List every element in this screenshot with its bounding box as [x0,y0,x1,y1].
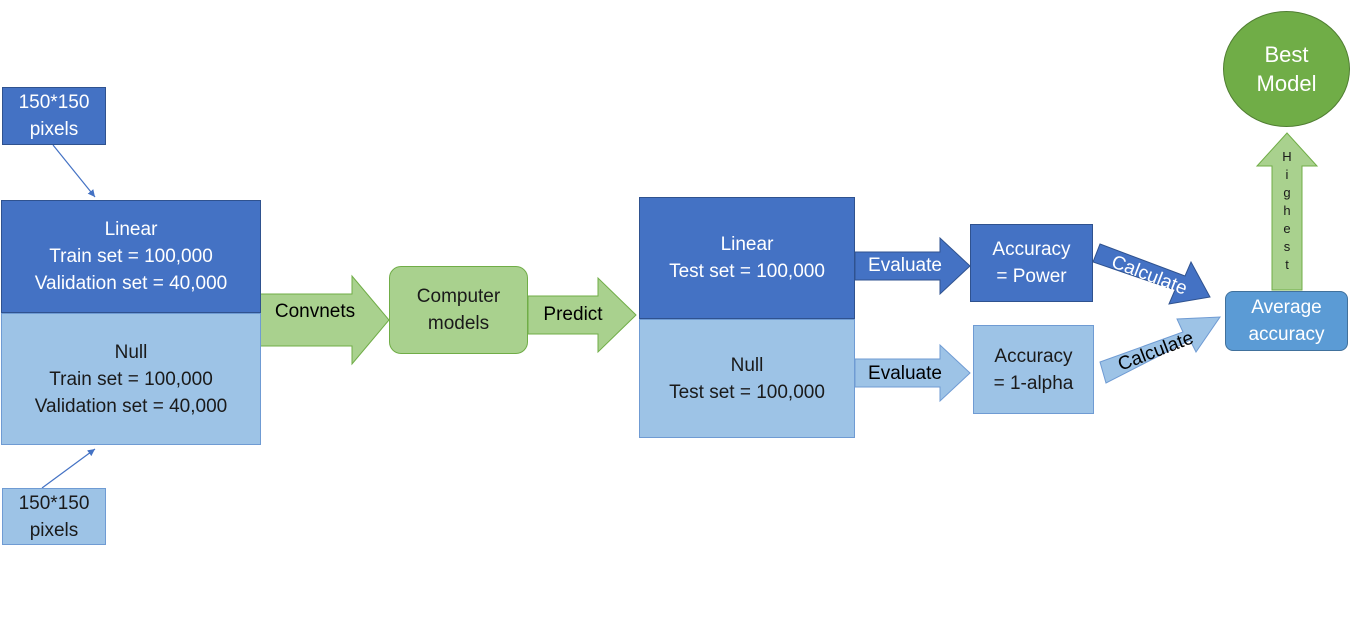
accuracy-alpha-line1: Accuracy [994,345,1073,367]
pixels-top-line2: pixels [29,119,79,140]
computer-models-line2: models [427,313,490,334]
highest-letter: h [1283,203,1291,218]
test-null-line1: Test set = 100,000 [669,381,825,403]
evaluate-top-label: Evaluate [868,255,942,276]
best-model-circle: Best Model [1223,11,1350,127]
pixels-box-top: 150*150 pixels [2,87,106,145]
highest-letter: H [1282,149,1292,164]
train-linear-box: Linear Train set = 100,000 Validation se… [1,200,261,313]
train-linear-line1: Train set = 100,000 [49,246,213,267]
average-line2: accuracy [1248,324,1325,345]
train-linear-title: Linear [104,219,158,240]
train-null-line2: Validation set = 40,000 [34,395,228,417]
test-null-title: Null [730,354,764,376]
evaluate-bottom-arrow [854,343,971,403]
highest-arrow [1255,132,1319,291]
accuracy-alpha-box: Accuracy = 1-alpha [973,325,1094,414]
highest-letter: i [1285,167,1289,182]
test-linear-line1: Test set = 100,000 [669,261,825,282]
convnets-label: Convnets [274,301,356,322]
connector-pixels-bottom [41,448,96,489]
evaluate-top-arrow [854,236,971,296]
best-model-line1: Best [1264,42,1309,67]
average-accuracy-box: Average accuracy [1225,291,1348,351]
accuracy-power-box: Accuracy = Power [970,224,1093,302]
highest-letter: s [1283,239,1291,254]
test-linear-title: Linear [720,234,774,255]
test-linear-box: Linear Test set = 100,000 [639,197,855,319]
calculate-top-arrow [1092,243,1211,305]
highest-label: H i g h e s t [1280,148,1294,274]
accuracy-alpha-line2: = 1-alpha [993,372,1074,394]
calculate-bottom-arrow [1099,316,1221,384]
computer-models-line1: Computer [416,286,501,307]
accuracy-power-line1: Accuracy [992,239,1071,260]
pixels-bottom-line1: 150*150 [18,492,90,514]
train-linear-line2: Validation set = 40,000 [34,273,228,294]
average-line1: Average [1251,297,1322,318]
accuracy-power-line2: = Power [996,266,1067,287]
highest-letter: t [1285,257,1289,272]
highest-letter: e [1283,221,1291,236]
pixels-top-line1: 150*150 [18,92,90,113]
pixels-box-bottom: 150*150 pixels [2,488,106,545]
train-null-box: Null Train set = 100,000 Validation set … [1,313,261,445]
pixels-bottom-line2: pixels [29,519,79,541]
best-model-line2: Model [1256,71,1317,96]
computer-models-box: Computer models [389,266,528,354]
train-null-line1: Train set = 100,000 [49,368,213,390]
train-null-title: Null [114,341,148,363]
convnets-arrow [259,274,390,366]
highest-letter: g [1283,185,1291,200]
connector-pixels-top [52,144,96,198]
evaluate-bottom-label: Evaluate [868,363,942,384]
test-null-box: Null Test set = 100,000 [639,319,855,438]
predict-arrow [527,276,637,354]
predict-label: Predict [543,304,603,325]
